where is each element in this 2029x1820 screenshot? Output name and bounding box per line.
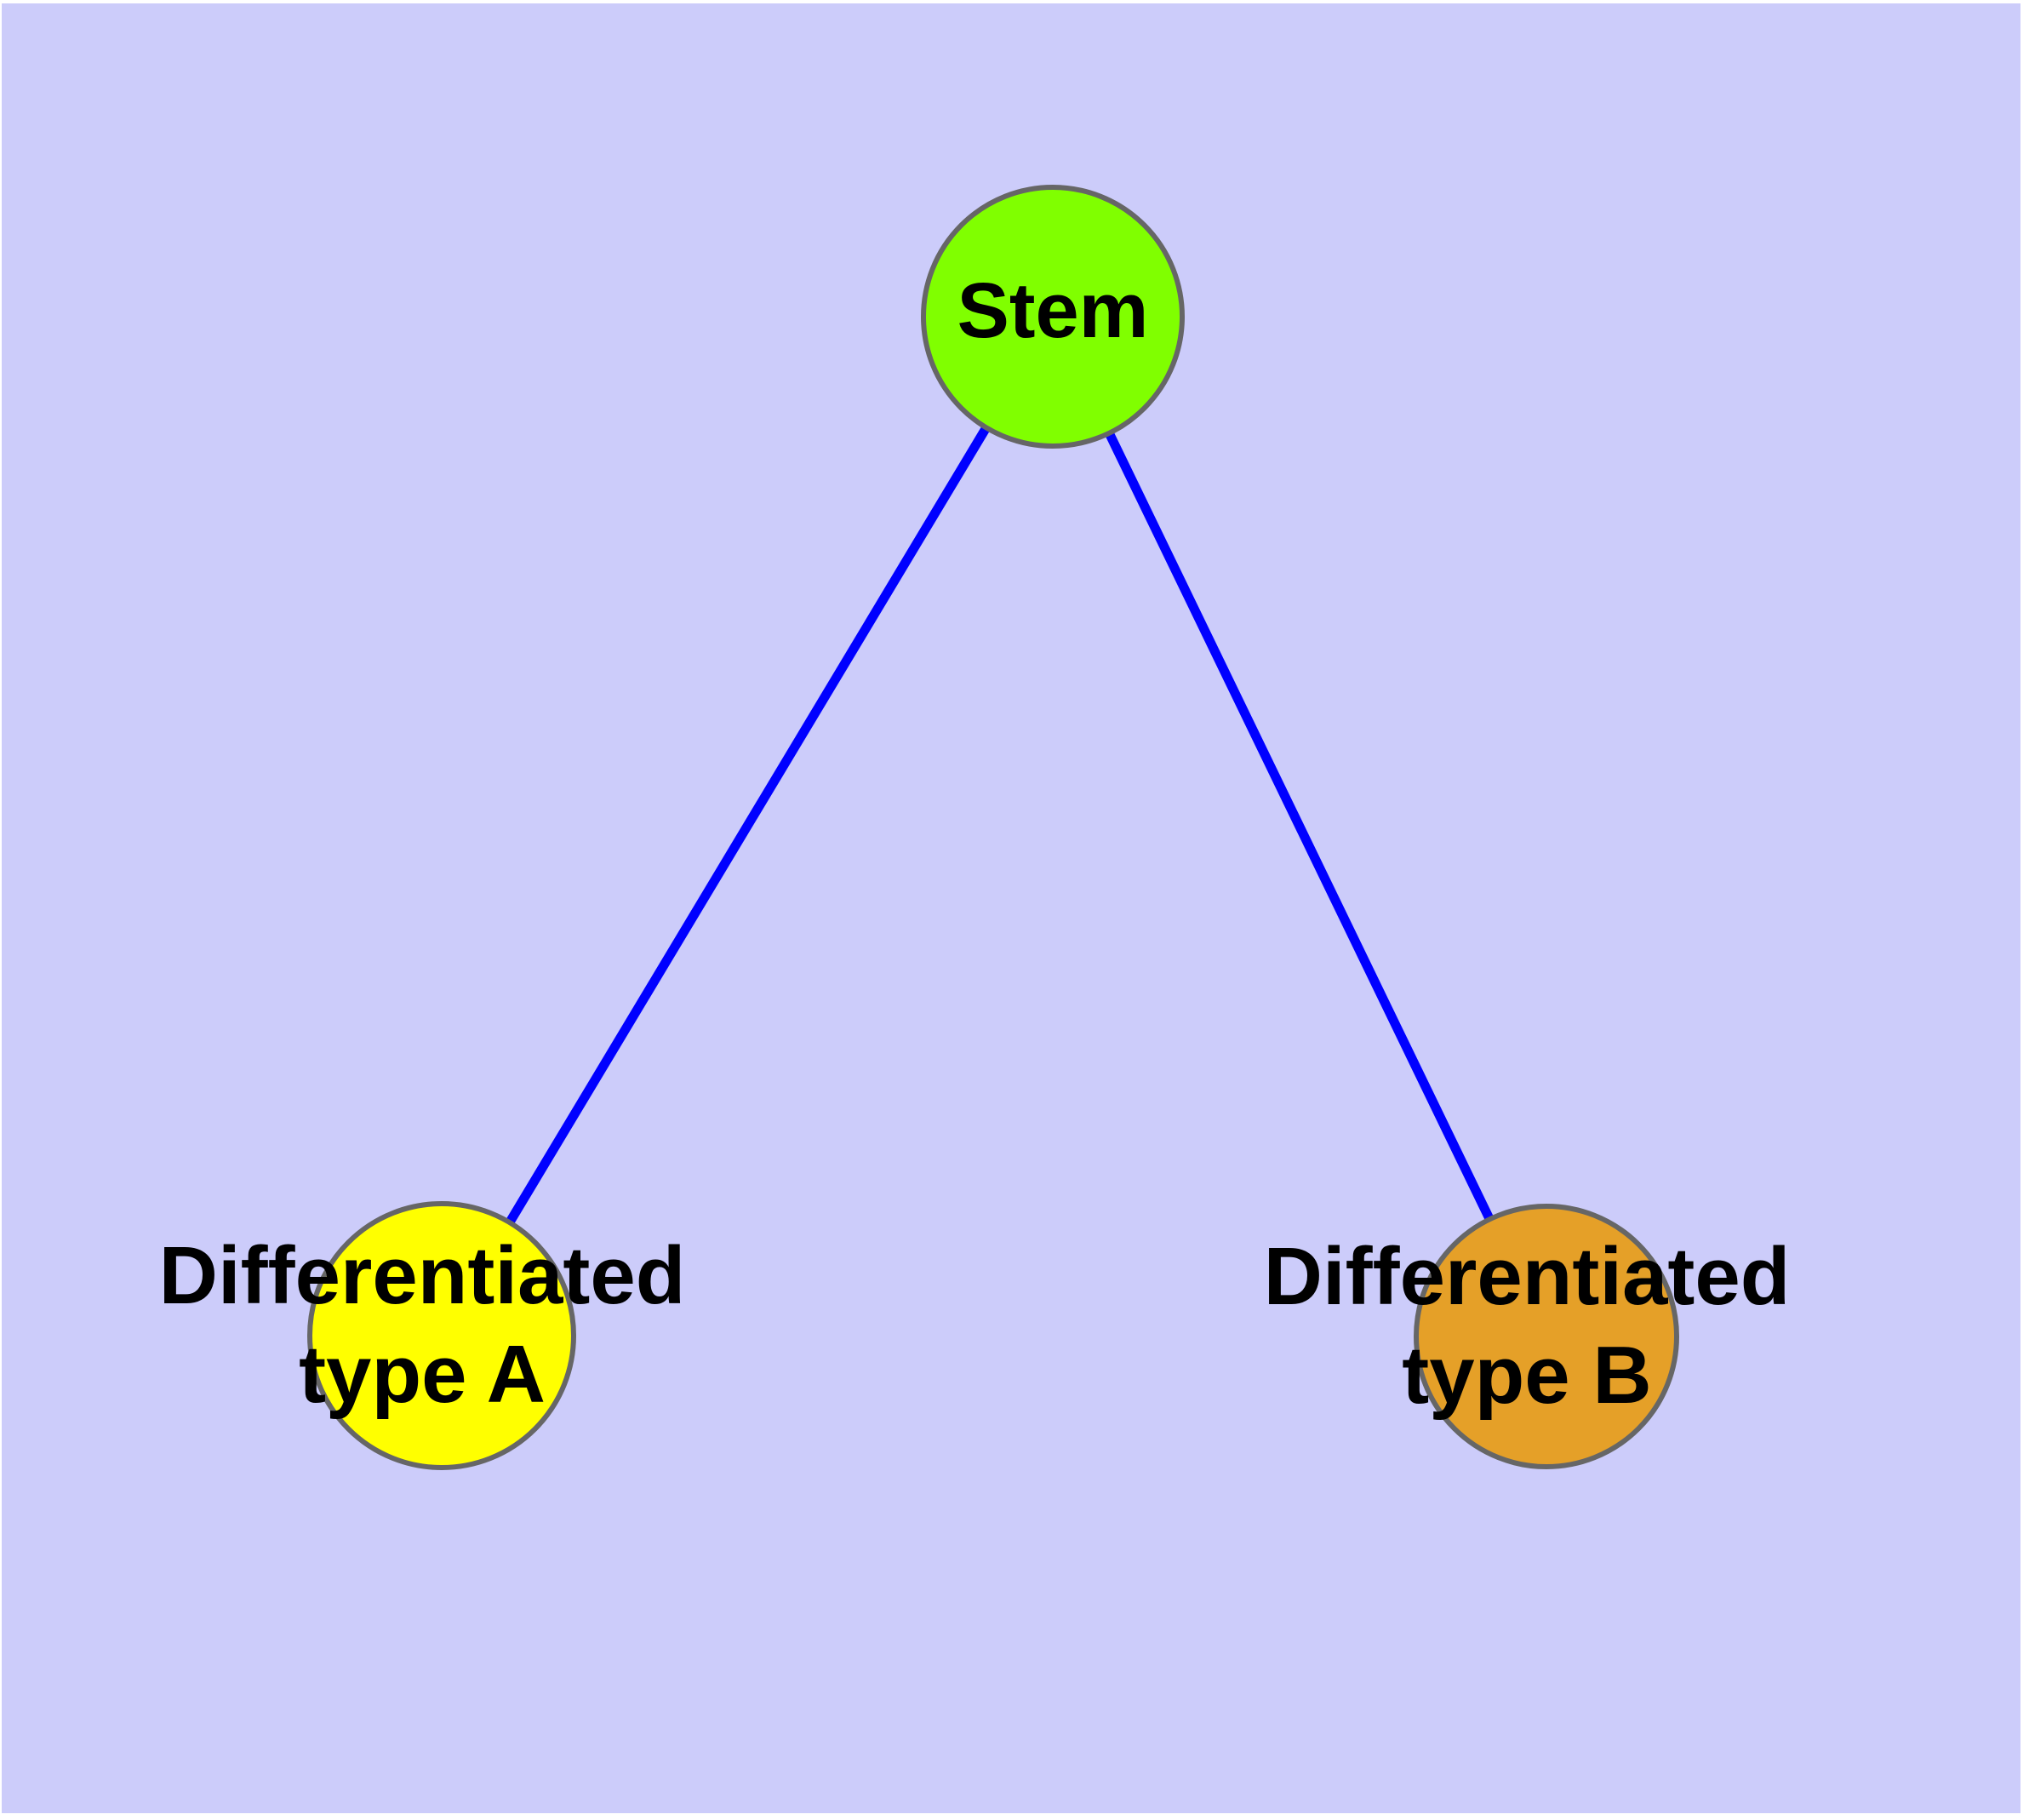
node-diff_a[interactable] bbox=[307, 1201, 576, 1470]
node-label-line: type B bbox=[1402, 1330, 1651, 1421]
edge-stem-diff_b[interactable] bbox=[1105, 432, 1494, 1221]
node-label-stem: Stem bbox=[957, 267, 1149, 354]
node-label-line: type A bbox=[299, 1329, 546, 1420]
node-diff_b[interactable] bbox=[1414, 1204, 1679, 1469]
node-label-line: Differentiated bbox=[1264, 1231, 1791, 1322]
node-label-line: Stem bbox=[957, 267, 1149, 354]
edges-layer bbox=[506, 426, 1494, 1225]
node-label-line: Differentiated bbox=[159, 1230, 686, 1321]
nodes-layer bbox=[307, 185, 1679, 1470]
node-stem[interactable] bbox=[921, 185, 1185, 449]
edge-stem-diff_a[interactable] bbox=[506, 426, 991, 1225]
